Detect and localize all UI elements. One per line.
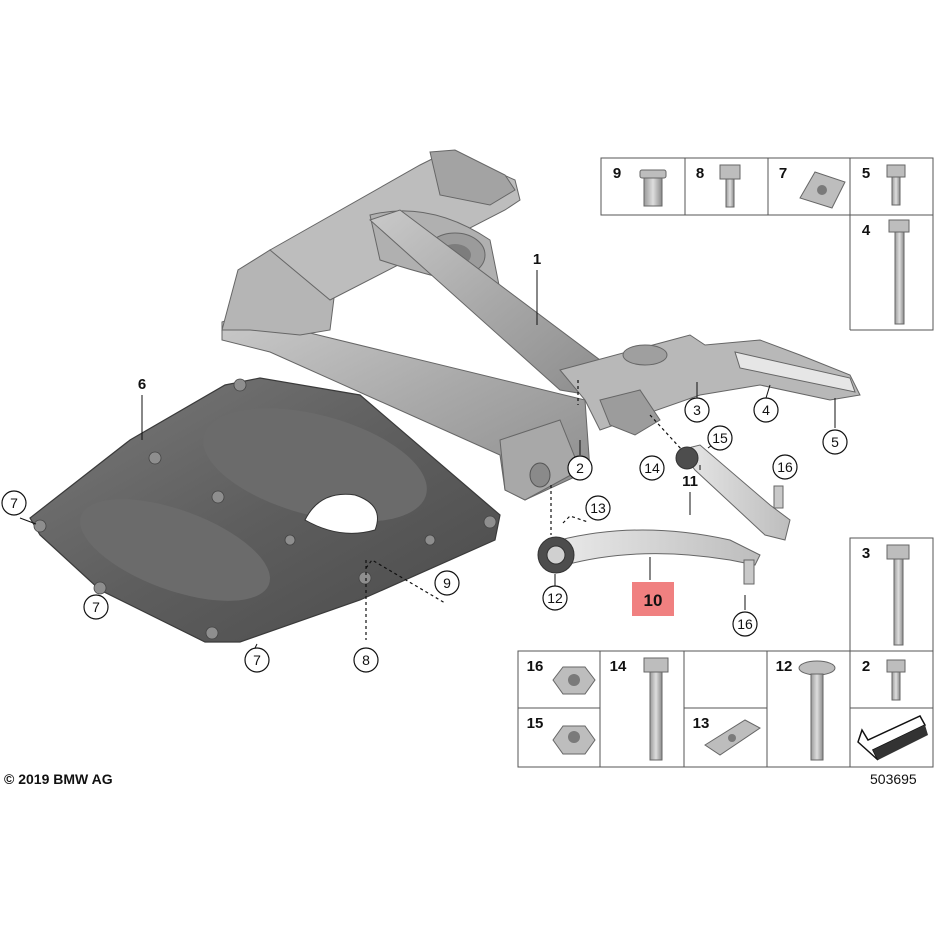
- callout-3[interactable]: 3: [693, 402, 701, 418]
- underbody-plate-drawing: [29, 377, 501, 643]
- nut-15-icon: [552, 725, 596, 755]
- highlight-box-10: [632, 582, 674, 616]
- callout-15[interactable]: 15: [712, 430, 728, 446]
- bolt-14-icon: [643, 657, 669, 761]
- callout-14[interactable]: 14: [644, 460, 660, 476]
- table-label-12: 12: [776, 658, 793, 675]
- callout-9[interactable]: 9: [443, 575, 451, 591]
- parts-table-bottom: [517, 537, 934, 768]
- control-arm-drawing: [537, 529, 761, 585]
- copyright-text: © 2019 BMW AG: [4, 771, 113, 787]
- clip-13-icon: [704, 719, 761, 756]
- callout-10[interactable]: 10: [644, 591, 663, 610]
- callout-2[interactable]: 2: [576, 460, 584, 476]
- bolt-5-icon: [886, 164, 906, 206]
- callout-7-left[interactable]: 7: [10, 495, 18, 511]
- nut-16-icon: [552, 666, 596, 695]
- table-label-13: 13: [693, 715, 710, 732]
- bolt-8-icon: [719, 164, 741, 208]
- clip-nut-icon: [799, 171, 846, 209]
- table-label-4: 4: [862, 222, 871, 239]
- callout-16-strut[interactable]: 16: [777, 459, 793, 475]
- table-label-9: 9: [613, 165, 621, 182]
- callout-16-arm[interactable]: 16: [737, 616, 753, 632]
- callout-5[interactable]: 5: [831, 434, 839, 450]
- tension-strut-drawing: [675, 444, 791, 541]
- direction-arrow-icon: [857, 715, 928, 761]
- callout-12[interactable]: 12: [547, 590, 563, 606]
- callout-7-bottom[interactable]: 7: [92, 599, 100, 615]
- callout-6: 6: [138, 376, 146, 393]
- table-label-8: 8: [696, 165, 704, 182]
- table-label-7: 7: [779, 165, 787, 182]
- callout-1: 1: [533, 251, 541, 268]
- subframe-drawing: [221, 149, 861, 501]
- callout-7-lower[interactable]: 7: [253, 652, 261, 668]
- bolt-12-icon: [798, 660, 836, 761]
- callout-11: 11: [682, 473, 698, 490]
- table-label-14: 14: [610, 658, 627, 675]
- parts-table-top: [600, 157, 934, 331]
- table-label-3: 3: [862, 545, 870, 562]
- callout-circles: [1, 397, 848, 673]
- leader-lines-dashed: [365, 380, 683, 640]
- bolt-2-icon: [886, 659, 906, 701]
- table-label-15: 15: [527, 715, 544, 732]
- callout-4[interactable]: 4: [762, 402, 770, 418]
- table-label-16: 16: [527, 658, 544, 675]
- callout-8[interactable]: 8: [362, 652, 370, 668]
- callout-13[interactable]: 13: [590, 500, 606, 516]
- bolt-3-icon: [886, 544, 910, 646]
- diagram-id: 503695: [870, 771, 917, 787]
- bolt-4-icon: [888, 219, 910, 325]
- table-label-2: 2: [862, 658, 870, 675]
- table-label-5: 5: [862, 165, 870, 182]
- sleeve-icon: [639, 169, 667, 207]
